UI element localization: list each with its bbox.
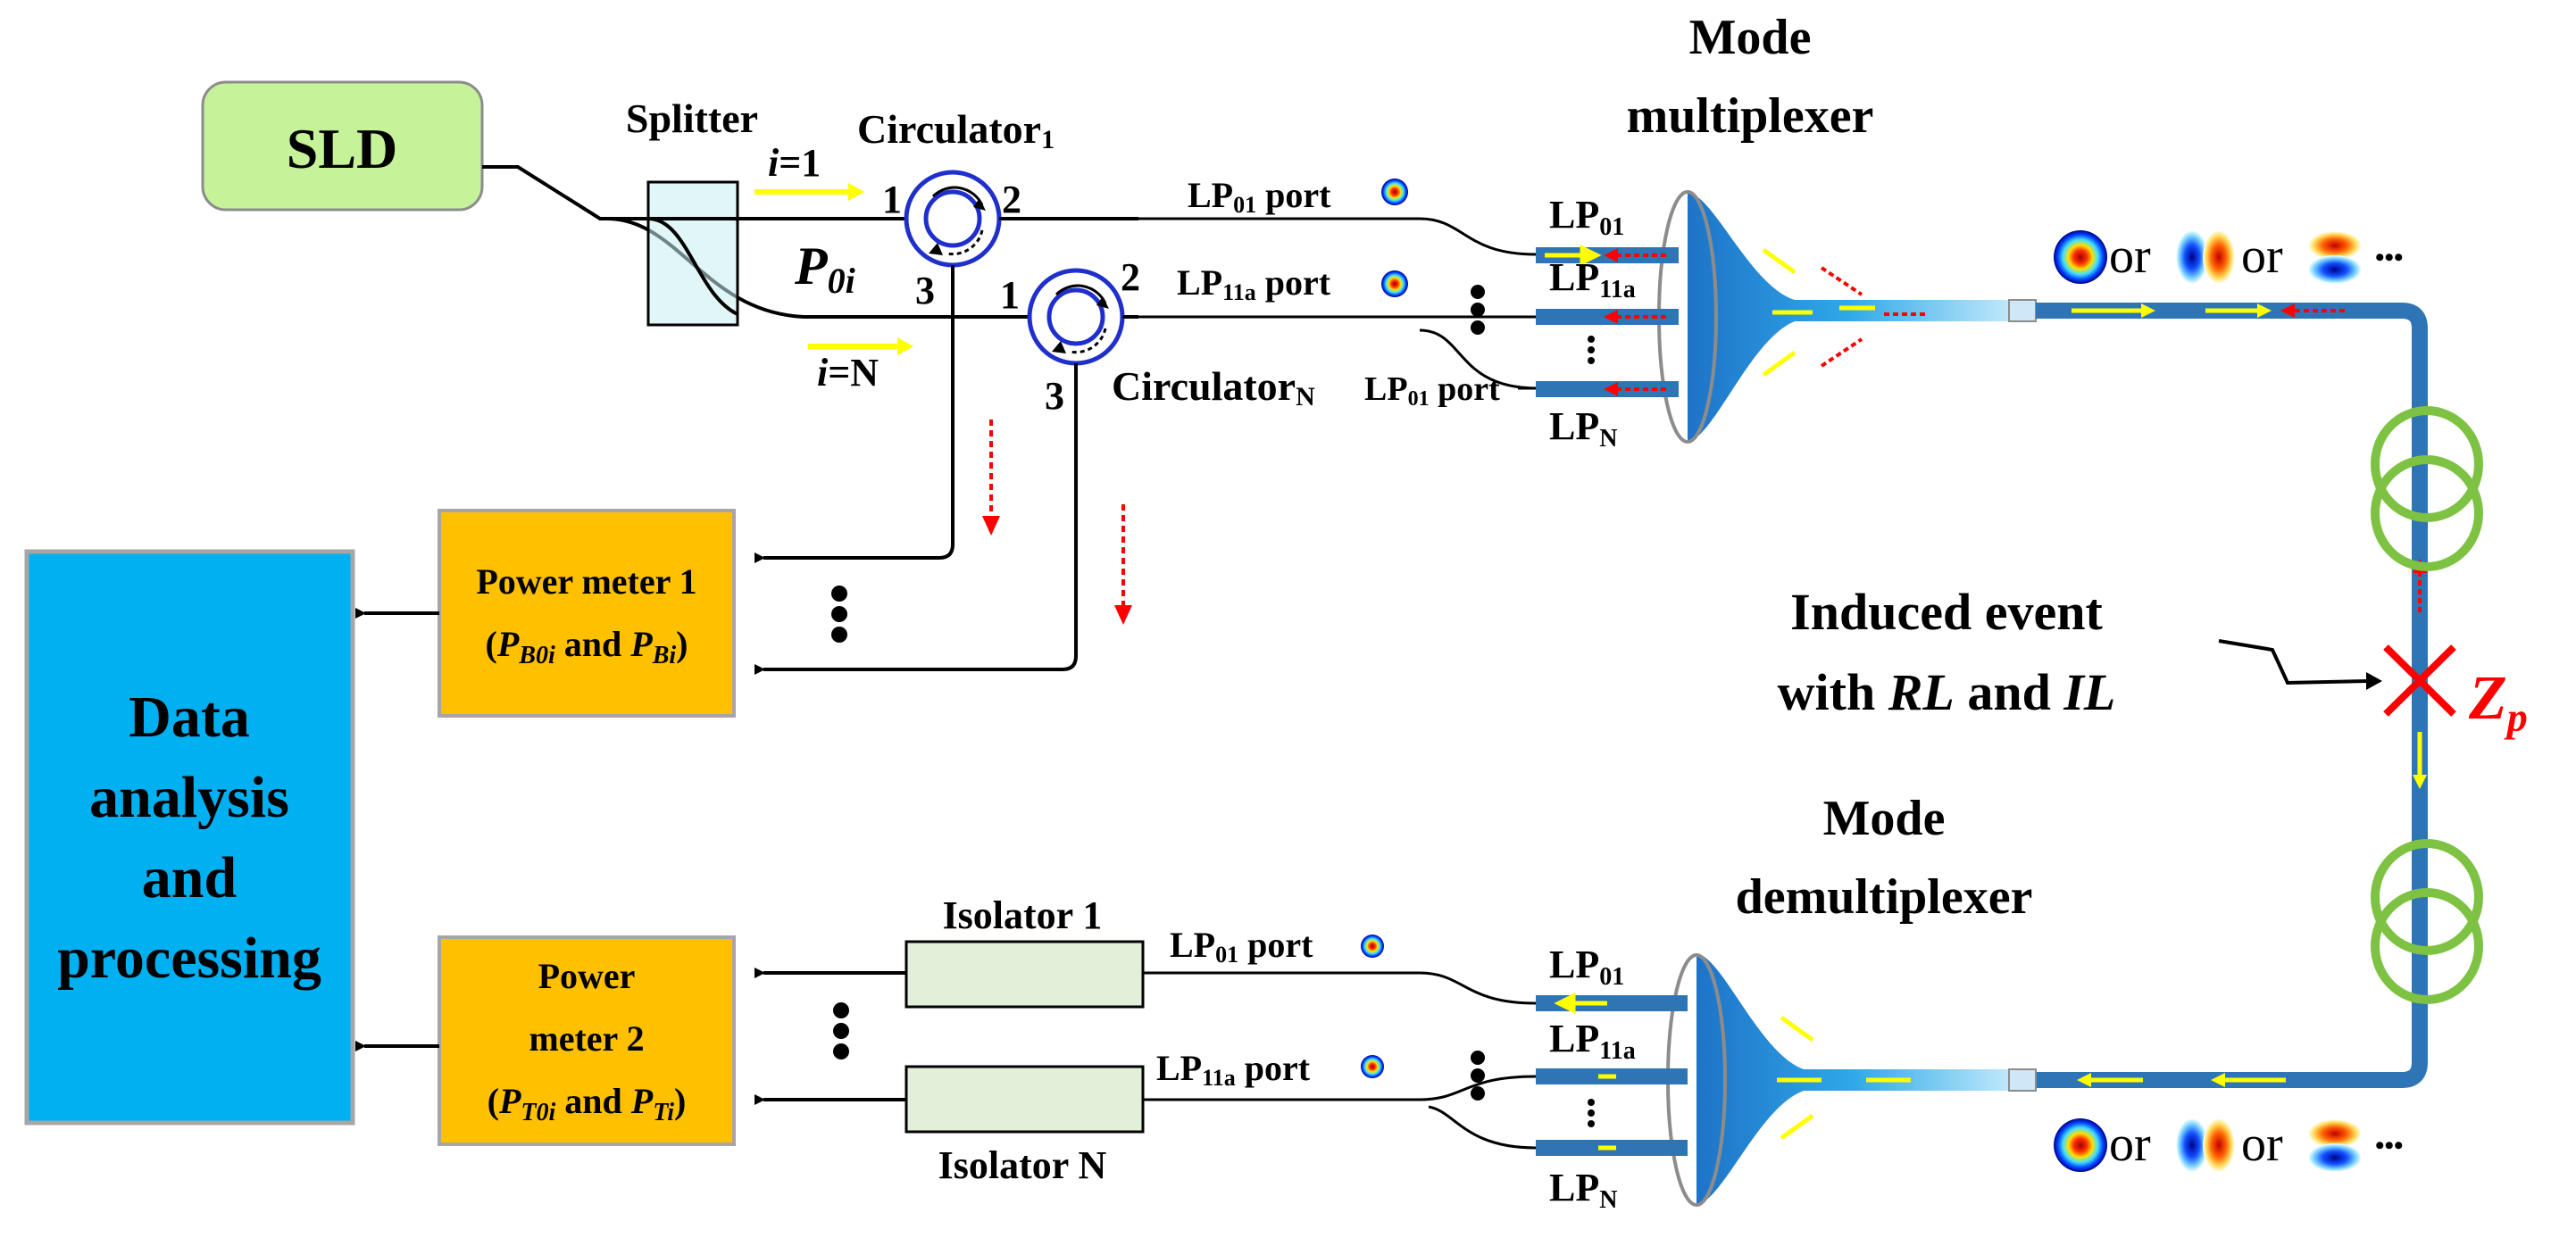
isolator-1: Isolator 1 [905, 893, 1145, 1009]
isolatorN-label: Isolator N [938, 1143, 1107, 1187]
event-cross [2383, 644, 2456, 717]
circulator1-port3: 3 [915, 269, 935, 312]
isolator1-label: Isolator 1 [943, 893, 1103, 937]
pm2-line3: (PT0i and PTi) [488, 1081, 687, 1126]
mode-icon-port-lp01-bottom [1361, 935, 1384, 958]
ellipsis-pm2 [833, 1002, 849, 1059]
circulator1-label: Circulator1 [857, 106, 1055, 154]
mode-patterns-bottom: or or ••• [2054, 1117, 2404, 1172]
bottom-fiber-lp01 [1143, 971, 1537, 1005]
main-fiber-loop [2036, 303, 2428, 1088]
mux-line1: Mode [1689, 10, 1812, 65]
mode-icon-port-lp01-top [1381, 179, 1408, 205]
mode-lp11b-icon [2308, 231, 2362, 284]
pm1-line1: Power meter 1 [476, 561, 696, 602]
branch-top-label: i=1 [768, 141, 821, 185]
mode-lp11a-icon [2176, 230, 2235, 284]
sld-fiber [482, 165, 1138, 220]
demux-line1: Mode [1823, 791, 1946, 846]
data-line3: and [142, 845, 237, 910]
mode-lp01-icon [2054, 230, 2107, 284]
data-analysis-block: Data analysis and processing [24, 549, 355, 1126]
mode-icon-port-lp11a-top [1381, 270, 1408, 297]
circulator-n: 1 2 3 CirculatorN [1000, 255, 1315, 418]
ellipsis-bottom-ports [1471, 1051, 1485, 1101]
circulatorN-return-fiber [754, 363, 1078, 675]
top-fiber-lp01 [999, 217, 1537, 256]
port-lpN-top: LP01 port [1364, 370, 1500, 411]
mode-multiplexer: Mode multiplexer [1536, 10, 2037, 453]
fiber-coil-bottom [2371, 839, 2483, 1004]
event-pointer-arrow [2218, 639, 2369, 685]
mux-lp01: LP01 [1549, 193, 1624, 241]
modes-bottom-or1: or [2109, 1117, 2151, 1172]
mux-line2: multiplexer [1627, 88, 1874, 144]
sld-label: SLD [287, 117, 398, 180]
demux-lp01: LP01 [1549, 943, 1624, 991]
fiber-coil-top [2371, 406, 2483, 571]
mode-demultiplexer: Mode demultiplexer LP01 LP11a LPN [1536, 791, 2037, 1214]
data-line1: Data [129, 685, 250, 750]
circulator1-return-fiber [754, 265, 955, 563]
port-lp11a-top: LP11a port [1177, 262, 1331, 305]
pm2-line2: meter 2 [529, 1018, 644, 1059]
splitter: Splitter [626, 96, 758, 327]
ellipsis-pm1 [831, 586, 847, 643]
red-dashed-arrow-2 [1114, 504, 1132, 625]
mode-lp11a-icon-bottom [2176, 1118, 2235, 1172]
port-lp01-top: LP01 port [1188, 175, 1331, 218]
mux-lpN: LPN [1549, 404, 1617, 453]
event-line2: with RL and IL [1778, 663, 2116, 721]
modes-top-or2: or [2241, 228, 2283, 284]
circulator1-port1: 1 [882, 178, 902, 221]
modes-top-or1: or [2109, 228, 2151, 284]
circulatorN-port3: 3 [1045, 374, 1064, 418]
event-line1: Induced event [1790, 583, 2103, 641]
port-lp01-bottom: LP01 port [1170, 925, 1313, 968]
sld-source: SLD [201, 80, 484, 212]
pm2-line1: Power [538, 956, 636, 996]
data-line2: analysis [89, 765, 289, 830]
mux-lp11a: LP11a [1549, 255, 1636, 303]
power-meter-2: Power meter 2 (PT0i and PTi) [438, 935, 736, 1146]
modes-bottom-more: ••• [2375, 1131, 2404, 1160]
port-lp11a-bottom: LP11a port [1156, 1048, 1311, 1091]
circulatorN-port2: 2 [1121, 255, 1140, 299]
splitter-label: Splitter [626, 96, 758, 141]
branch-bottom-label: i=N [817, 351, 879, 395]
circulatorN-label: CirculatorN [1112, 363, 1315, 411]
demux-line2: demultiplexer [1736, 869, 2033, 925]
circulator1-port2: 2 [1002, 178, 1021, 221]
mode-lp01-icon-bottom [2054, 1118, 2107, 1172]
fiber-flow-arrows-top [2072, 303, 2348, 318]
splitter-power-label: P0i [794, 237, 855, 301]
mode-patterns-top: or or ••• [2054, 228, 2404, 284]
circulator-1: 1 2 3 Circulator1 [857, 106, 1055, 312]
modes-top-more: ••• [2375, 243, 2404, 272]
pm1-line2: (PB0i and PBi) [486, 624, 688, 669]
bottom-fiber-lpN [1428, 1105, 1537, 1150]
isolator-n: Isolator N [905, 1065, 1145, 1187]
mode-icon-port-lp11a-bottom [1361, 1055, 1384, 1078]
demux-lpN: LPN [1549, 1166, 1617, 1214]
ellipsis-top-ports [1471, 285, 1485, 335]
modes-bottom-or2: or [2241, 1117, 2283, 1172]
top-fiber-lpN [1419, 328, 1538, 390]
bottom-fiber-lp11a [1143, 1075, 1537, 1101]
power-meter-1: Power meter 1 (PB0i and PBi) [438, 509, 736, 718]
data-line4: processing [57, 926, 321, 991]
event-position-label: Zp [2468, 664, 2528, 740]
circulatorN-port1: 1 [1000, 273, 1020, 317]
fiber-flow-arrows-bottom [2077, 1073, 2286, 1087]
demux-lp11a: LP11a [1549, 1017, 1636, 1065]
mode-lp11b-icon-bottom [2308, 1119, 2362, 1172]
red-dashed-arrow-1 [982, 420, 1000, 536]
